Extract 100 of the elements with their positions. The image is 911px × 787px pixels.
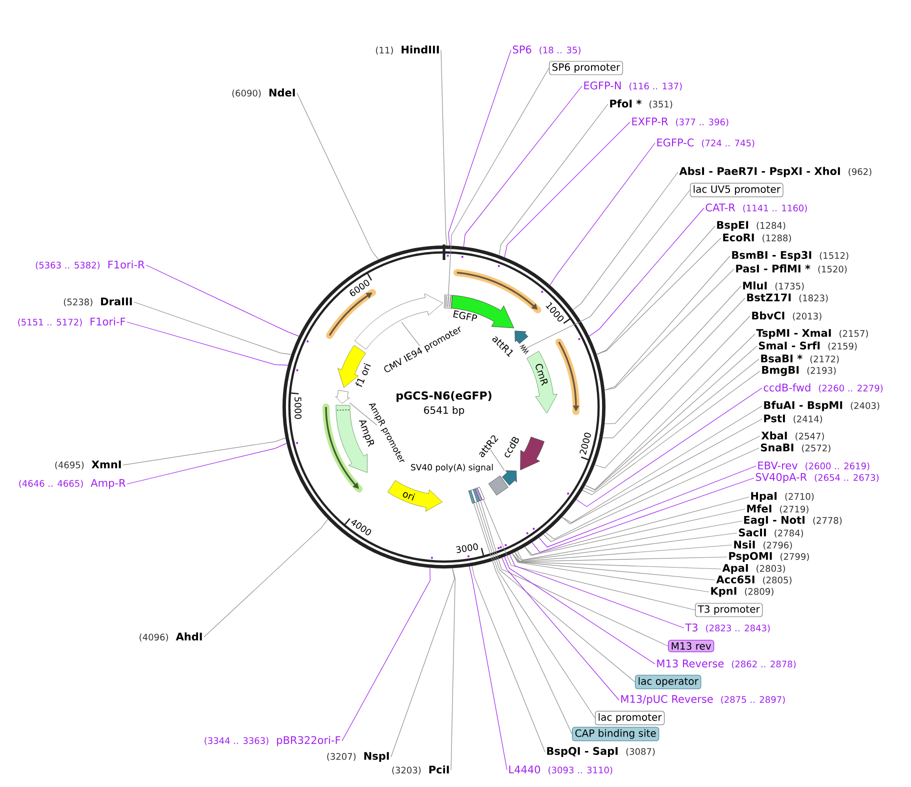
scale-label: 2000 [580,432,591,455]
enzyme-site-label: XbaI (2547) [761,431,824,441]
node-label: SV40 poly(A) signal [411,464,493,472]
primer-label: ccdB-fwd (2260 .. 2279) [764,383,883,393]
wavy-mark [519,344,530,355]
enzyme-site-label: SnaBI (2572) [760,444,830,452]
enzyme-site-label: SmaI - SrfI (2159) [758,341,857,351]
enzyme-site-label: Acc65I (2805) [716,576,792,584]
feature-label-box: lac UV5 promoter [690,182,784,198]
plasmid-name: pGCS-N6(eGFP) [396,391,492,402]
leader-line [448,50,512,246]
primer-label: (5151 .. 5172) F1ori-F [18,317,126,327]
enzyme-site-label: (6090) NdeI [232,88,295,98]
leader-line [502,557,620,700]
leader-line [463,86,582,247]
enzyme-site-label: (3203) PciI [392,765,449,775]
primer-label: EBV-rev (2600 .. 2619) [758,462,870,470]
leader-line [543,448,760,542]
leader-line [204,518,328,638]
enzyme-site-label: PstI (2414) [764,414,822,424]
leader-line [576,388,762,507]
enzyme-site-label: PfoI * (351) [610,99,672,109]
primer-label: CAT-R (1141 .. 1160) [706,204,807,212]
leader-line [401,322,420,346]
leader-line [509,554,684,628]
enzyme-site-label: MfeI (2719) [747,504,808,514]
feature-label-box: SP6 promoter [549,60,623,76]
feature-label-box: lac operator [635,674,702,690]
enzyme-site-label: AbsI - PaeR7I - PspXI - XhoI (962) [679,166,872,178]
leader-line [512,553,728,562]
enzyme-site-label: HpaI (2710) [751,492,814,502]
primer-label: M13/pUC Reverse (2875 .. 2897) [621,695,785,705]
leader-line [594,316,750,468]
leader-line [126,322,288,366]
leader-line [490,450,505,471]
leader-line [390,568,455,758]
enzyme-site-label: (3207) NspI [327,752,389,762]
leader-line [504,556,656,664]
enzyme-site-label: ApaI (2803) [722,564,785,574]
scale-label: 3000 [456,543,478,553]
enzyme-site-label: BbvCI (2013) [752,311,822,321]
feature-label-box: M13 rev [668,640,714,652]
leader-line [476,502,596,718]
enzyme-site-label: BfuAI - BspMI (2403) [764,400,880,412]
leader-line [512,553,722,570]
leader-line [550,142,656,286]
enzyme-site-label: TspMI - XmaI (2157) [756,329,868,339]
enzyme-site-label: (4096) AhdI [140,632,202,642]
primer-label: SP6 (18 .. 35) [512,46,580,54]
leader-line [602,298,746,438]
leader-line [512,553,710,592]
leader-line [448,68,550,296]
enzyme-site-label: BsaBI * (2172) [761,354,839,364]
striped-box [444,294,452,308]
leader-line [524,508,746,556]
leader-line [468,566,508,770]
primer-label: (5363 .. 5382) F1ori-R [36,260,144,270]
enzyme-site-label: SacII (2784) [738,528,804,538]
leader-line [524,496,750,555]
leader-line [538,466,756,548]
feature-stripe [468,490,475,504]
leader-line [512,553,716,580]
leader-line [483,499,696,610]
enzyme-site-label: PspOMI (2799) [729,552,809,562]
enzyme-site-label: PasI - PflMI * (1520) [736,264,847,274]
enzyme-site-label: BsmBI - Esp3I (1512) [732,251,848,261]
primer-label: SV40pA-R (2654 .. 2673) [756,473,879,483]
leader-line [532,478,754,553]
leader-line [342,568,430,742]
primer-label: T3 (2823 .. 2843) [685,624,770,632]
primer-label: EXFP-R (377 .. 396) [632,118,728,126]
leader-line [349,402,378,426]
leader-line [572,172,678,310]
leader-line [588,208,704,336]
leader-line [514,532,738,561]
leader-line [514,544,732,562]
primer-label: (3344 .. 3363) pBR322ori-F [204,736,340,746]
leader-line [473,502,572,734]
leader-line [122,438,286,466]
feature-shape [335,390,350,404]
enzyme-site-label: EagI - NotI (2778) [744,516,842,526]
leader-line [126,443,287,484]
enzyme-site-label: BmgBI (2193) [762,366,836,376]
leader-line [480,500,668,646]
plasmid-size: 6541 bp [424,406,464,416]
leader-line [478,501,636,682]
primer-label: (4646 .. 4665) Amp-R [19,479,126,489]
feature-label-box: lac promoter [595,710,665,726]
leader-line [526,190,690,348]
scale-label: 5000 [294,397,302,419]
primer-label: M13 Reverse (2862 .. 2878) [657,660,796,668]
leader-line [146,264,300,336]
leader-line [440,50,448,246]
enzyme-site-label: KpnI (2809) [711,587,774,597]
enzyme-site-label: (11) HindIII [376,45,439,55]
enzyme-site-label: (4695) XmnI [55,460,121,470]
primer-label: L4440 (3093 .. 3110) [509,766,612,774]
feature-label-box: T3 promoter [695,602,763,618]
leader-line [450,568,456,770]
enzyme-site-label: BstZ17I (1823) [747,294,828,302]
